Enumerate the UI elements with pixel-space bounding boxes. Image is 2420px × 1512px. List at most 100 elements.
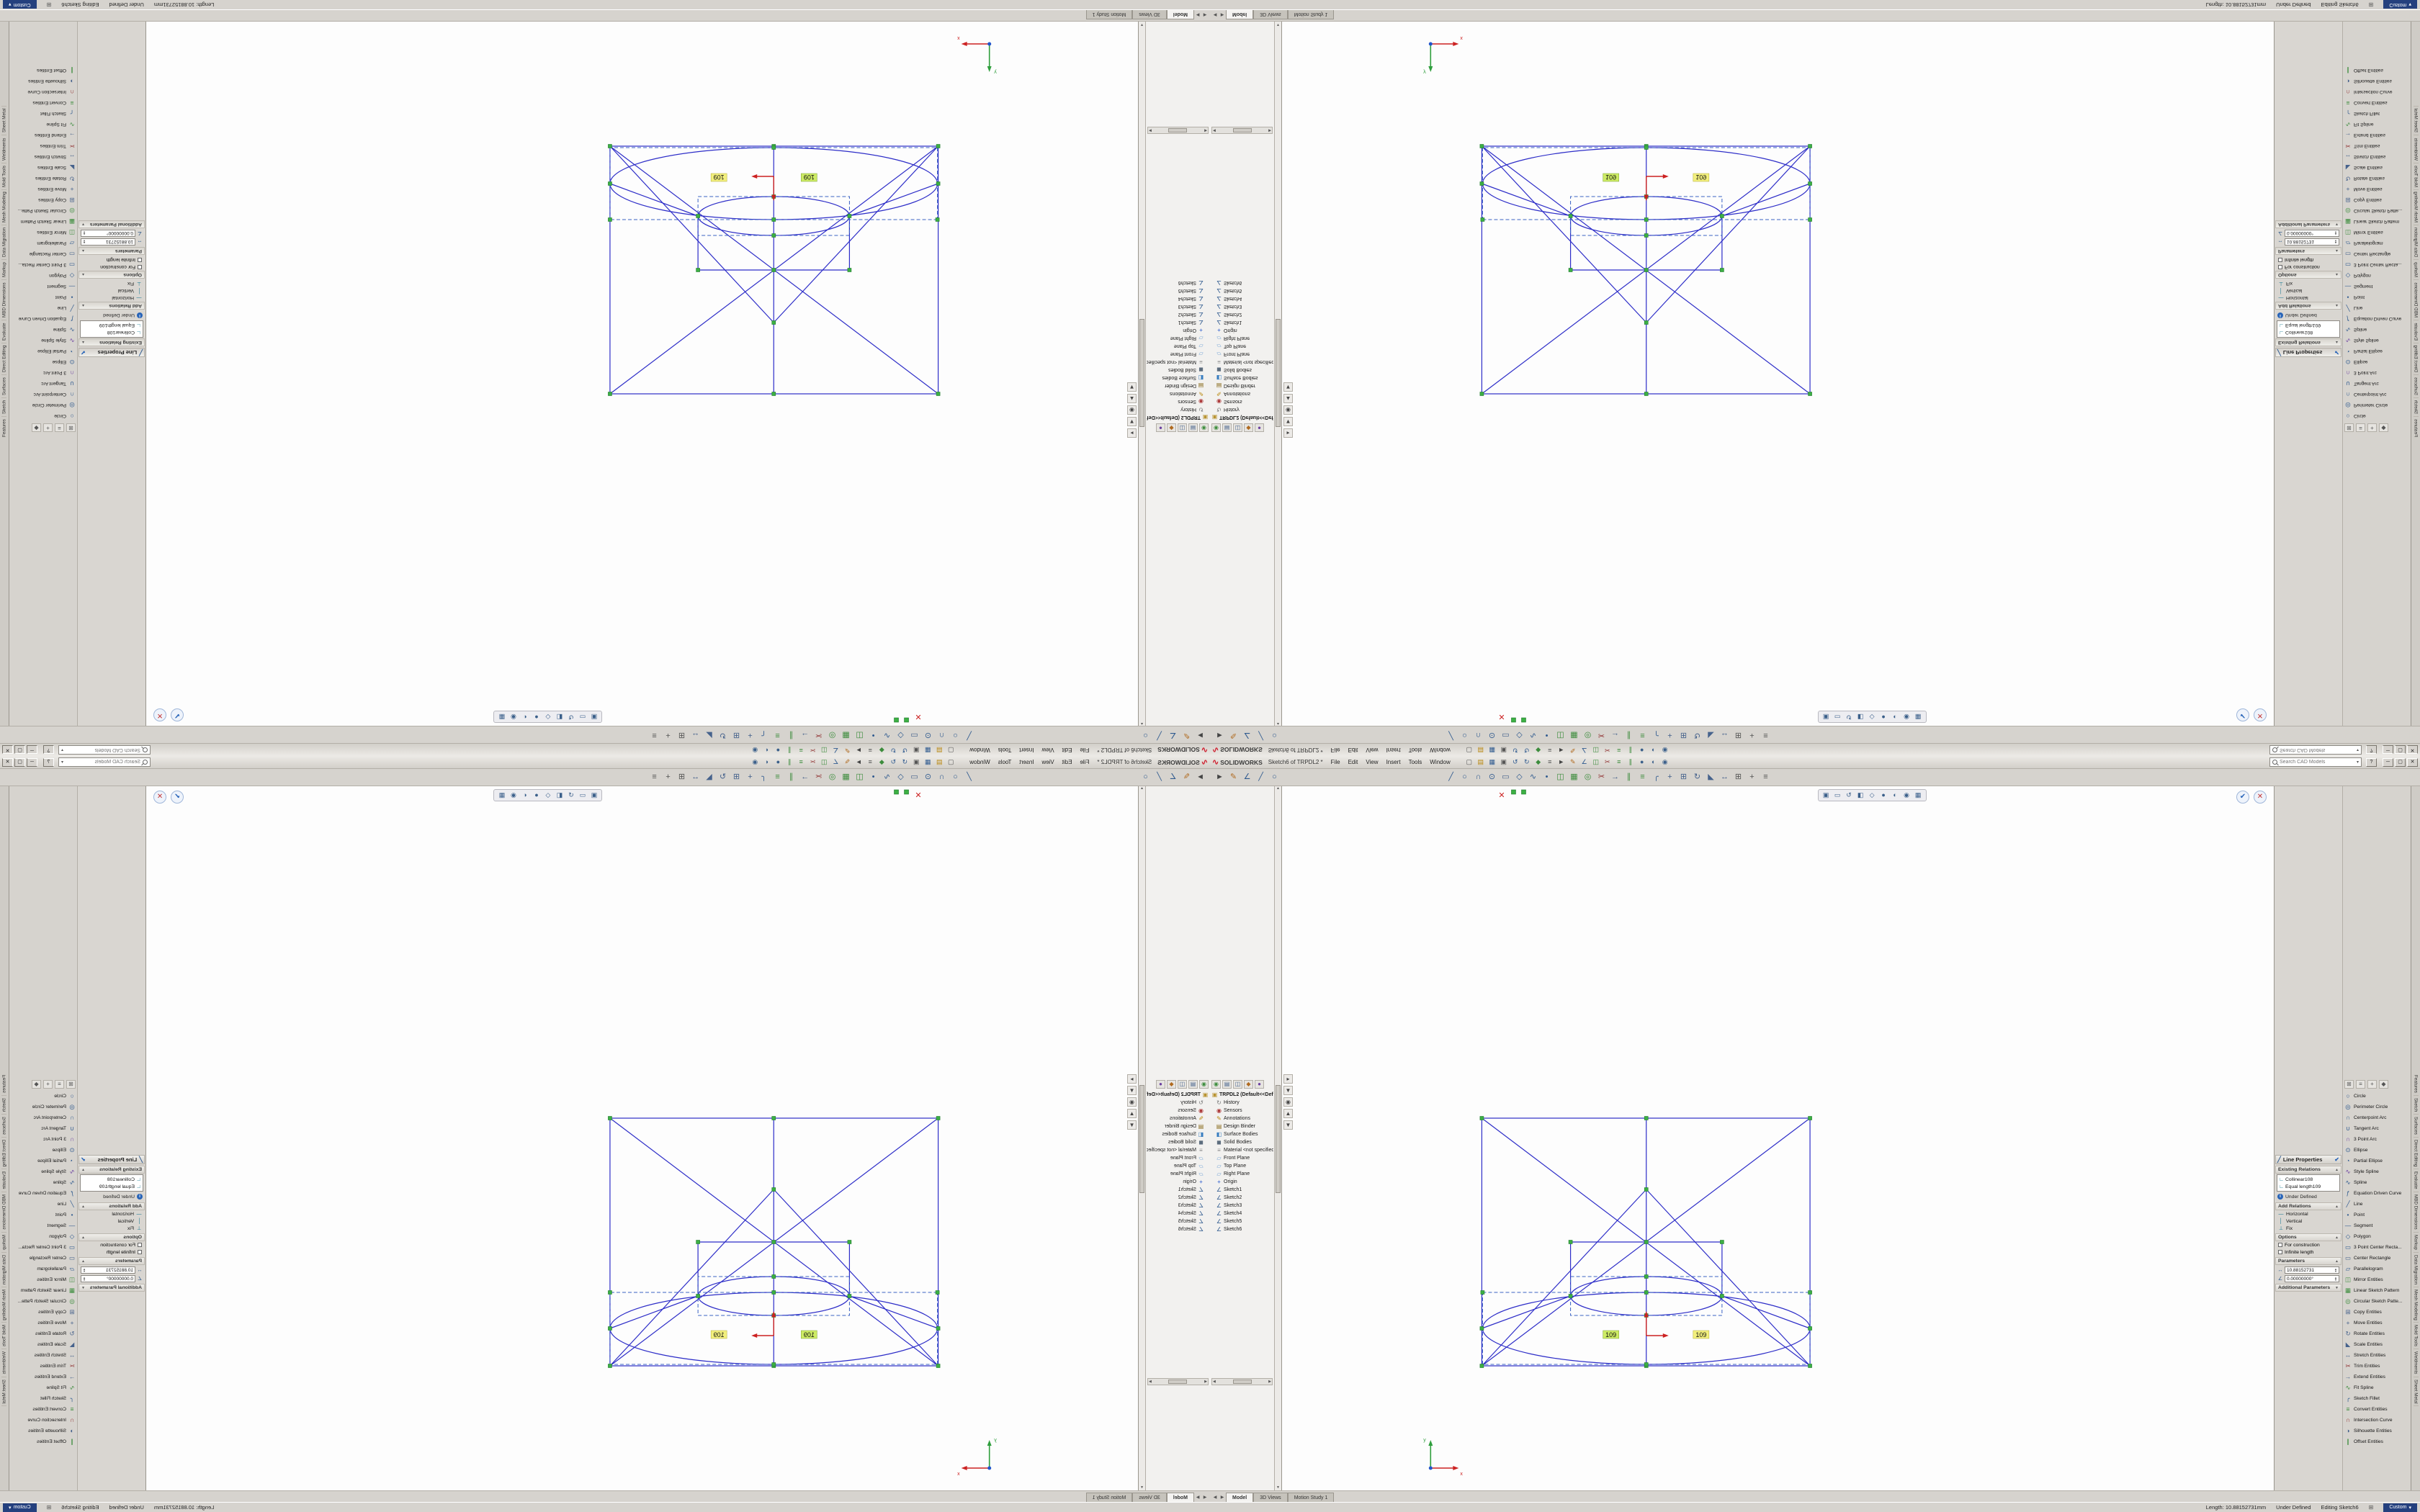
sketch-tool-item[interactable]: ◫ Mirror Entities (2344, 1274, 2410, 1285)
feature-tree-item[interactable]: ◧ Surface Bodies (1211, 374, 1273, 382)
display-style-icon[interactable]: ● (1881, 714, 1886, 721)
scroll-up-icon[interactable]: ▲ (1140, 786, 1144, 791)
display-icon[interactable]: ● (1255, 1080, 1264, 1089)
save-icon[interactable]: ▦ (925, 758, 931, 765)
sketch-tool-item[interactable]: ∿ Spline (10, 1177, 76, 1188)
sketch-tool-item[interactable]: ⊞ Copy Entities (10, 1307, 76, 1318)
sketch-tool-item[interactable]: ▱ Parallelogram (2344, 1264, 2410, 1274)
sketch-tool-item[interactable]: ≡ Convert Entities (2344, 1404, 2410, 1415)
view-orientation-icon[interactable]: ◇ (545, 791, 551, 798)
sketch-tool-item[interactable]: ✂ Trim Entities (2344, 1361, 2410, 1372)
circle-icon[interactable]: ○ (953, 731, 958, 739)
section-header[interactable]: Options ▲ (79, 271, 145, 279)
search-dropdown-icon[interactable]: ▾ (2356, 747, 2359, 752)
sketch-tool-item[interactable]: • Point (10, 1210, 76, 1220)
rebuild-icon[interactable]: ◆ (879, 747, 884, 754)
minimize-icon[interactable]: ─ (2383, 745, 2393, 755)
scroll-up-icon[interactable]: ▲ (1140, 721, 1144, 726)
sketch-tool-item[interactable]: ◫ Mirror Entities (10, 227, 76, 238)
stretch-entities-icon[interactable]: ↔ (691, 731, 699, 739)
sketch-tool-item[interactable]: ╭ Sketch Fillet (10, 1393, 76, 1404)
centerpoint-arc-icon[interactable]: ∩ (938, 731, 945, 739)
scroll-left-icon[interactable]: ◀ (1213, 1379, 1216, 1384)
section-header[interactable]: Add Relations ▲ (2275, 302, 2341, 310)
sketch-tool-item[interactable]: → Extend Entities (10, 130, 76, 140)
sketch-tool-item[interactable]: + Move Entities (2344, 184, 2410, 194)
sketch-tool-item[interactable]: ◔ Partial Ellipse (2344, 346, 2410, 356)
add-relation-button[interactable]: ⊥ Fix (127, 1225, 142, 1231)
line-icon[interactable]: ╱ (1448, 731, 1453, 739)
status-grid-icon[interactable]: ⊞ (2368, 1, 2374, 9)
feature-tree-item[interactable]: ∠ Sketch6 (1147, 1225, 1209, 1233)
chevron-up-icon[interactable]: ▲ (81, 1204, 85, 1209)
extend-entities-icon[interactable]: → (801, 731, 809, 739)
snap-icon[interactable]: + (2367, 1080, 2377, 1089)
command-tab[interactable]: Sketch (2413, 1096, 2419, 1115)
open-icon[interactable]: ▤ (936, 758, 943, 765)
options-icon[interactable]: ≡ (652, 731, 657, 739)
open-icon[interactable]: ▤ (1477, 758, 1484, 765)
sketch-tool-item[interactable]: + Move Entities (10, 184, 76, 194)
feature-tree-item[interactable]: ▱ Right Plane (1147, 1170, 1209, 1178)
feature-tree-item[interactable]: ∠ Sketch6 (1147, 279, 1209, 287)
scrollbar-thumb[interactable] (1168, 128, 1188, 132)
scroll-right-icon[interactable]: ▶ (1268, 128, 1271, 133)
sketch-tool-item[interactable]: ◣ Scale Entities (2344, 1339, 2410, 1350)
section-header[interactable]: Parameters ▲ (2275, 1257, 2341, 1265)
feature-tree-item[interactable]: ∠ Sketch3 (1211, 1202, 1273, 1210)
accept-sketch-icon[interactable]: ✔ (171, 791, 184, 804)
sketch-tool-item[interactable]: ▭ Center Rectangle (10, 248, 76, 259)
save-icon[interactable]: ▦ (1489, 747, 1495, 754)
move-entities-icon[interactable]: + (1667, 731, 1672, 739)
scroll-down-icon[interactable]: ▼ (1140, 22, 1144, 27)
sketch-tool-item[interactable]: ∩ 3 Point Arc (2344, 1134, 2410, 1145)
expand-icon[interactable]: ▼ (1127, 382, 1137, 392)
display-icon[interactable]: ● (1156, 1080, 1165, 1089)
sketch-tool-item[interactable]: ∿ Fit Spline (10, 119, 76, 130)
scale-entities-icon[interactable]: ◣ (1708, 773, 1714, 781)
add-relation-button[interactable]: — Horizontal (112, 1211, 142, 1217)
save-icon[interactable]: ▦ (1489, 758, 1495, 765)
tool-settings-icon[interactable]: ◆ (32, 1080, 41, 1089)
sketch-tool-item[interactable]: — Segment (10, 281, 76, 292)
accept-icon[interactable]: ✔ (2334, 1156, 2339, 1163)
feature-tree-item[interactable]: ∠ Sketch2 (1147, 310, 1209, 318)
sketch-tool-item[interactable]: ▭ 3 Point Center Recta... (2344, 1242, 2410, 1253)
sketch-icon[interactable]: ✎ (1229, 731, 1237, 739)
restore-icon[interactable]: ▢ (14, 745, 25, 755)
sketch-tool-item[interactable]: ╱ Line (10, 302, 76, 313)
accept-sketch-icon[interactable]: ✔ (171, 708, 184, 721)
command-tab[interactable]: Markup (1, 1232, 7, 1253)
checkbox[interactable] (2278, 1250, 2282, 1254)
sketch-tool-item[interactable]: ◣ Scale Entities (10, 1339, 76, 1350)
sketch-tool-item[interactable]: + Move Entities (2344, 1318, 2410, 1328)
sketch-tool-item[interactable]: ∿ Spline (10, 324, 76, 335)
section-header[interactable]: Additional Parameters ▼ (2275, 1284, 2341, 1292)
chevron-up-icon[interactable]: ▲ (81, 1167, 85, 1172)
center-rect-icon[interactable]: ▭ (1502, 731, 1510, 739)
checkbox[interactable] (138, 1250, 142, 1254)
sketch-drawing[interactable]: 109 109 ✕ (1282, 786, 2274, 1490)
move-entities-icon[interactable]: + (1667, 773, 1672, 781)
mirror-entities-icon[interactable]: ◫ (1592, 747, 1599, 754)
flyout-icon[interactable]: ▸ (1283, 428, 1293, 438)
sketch-tool-item[interactable]: ▦ Linear Sketch Pattern (2344, 216, 2410, 227)
sketch-tool-item[interactable]: ƒ Equation Driven Curve (2344, 1188, 2410, 1199)
sketch-tool-item[interactable]: ∿ Style Spline (10, 335, 76, 346)
menu-item[interactable]: Window (969, 747, 990, 753)
sketch-tool-item[interactable]: ∥ Offset Entities (10, 1436, 76, 1447)
feature-tree-item[interactable]: ∠ Sketch2 (1147, 1194, 1209, 1202)
line-icon[interactable]: ╱ (967, 773, 972, 781)
centerpoint-arc-icon[interactable]: ∩ (1475, 731, 1482, 739)
mirror-entities-icon[interactable]: ◫ (1556, 731, 1564, 739)
flyout-icon[interactable]: ▸ (1127, 1074, 1137, 1084)
scrollbar-thumb[interactable] (1168, 1380, 1188, 1384)
section-header[interactable]: Add Relations ▲ (2275, 1202, 2341, 1210)
graphics-area[interactable]: 109 109 ✕ (146, 22, 1138, 726)
sketch-tool-item[interactable]: ƒ Equation Driven Curve (2344, 313, 2410, 324)
command-tab[interactable]: Data Migration (1, 225, 7, 260)
sketch-tool-item[interactable]: ≡ Convert Entities (10, 97, 76, 108)
feature-tree-item[interactable]: ▤ Design Binder (1211, 382, 1273, 390)
copy-entities-icon[interactable]: ⊞ (1680, 773, 1688, 781)
expand-icon[interactable]: ▼ (1283, 1120, 1293, 1130)
